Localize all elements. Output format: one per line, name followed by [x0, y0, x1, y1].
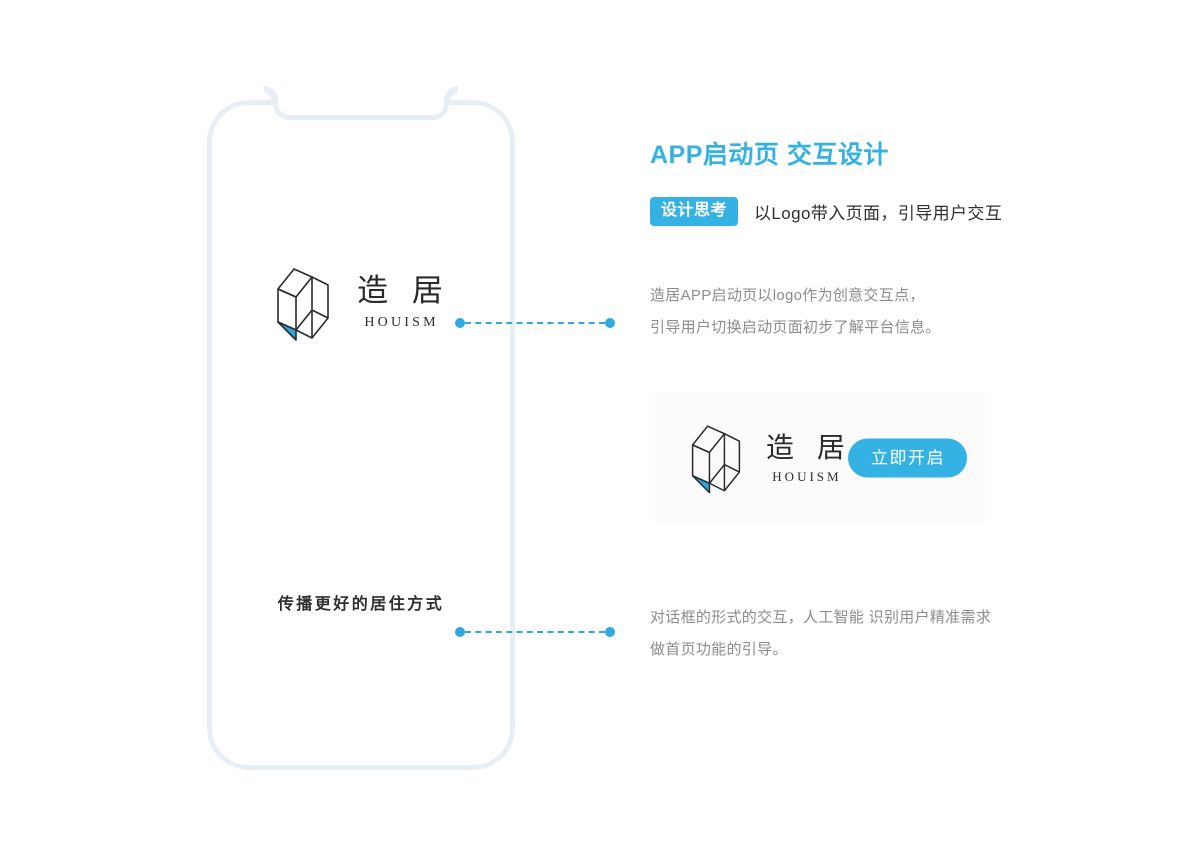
callout-connector-bottom — [455, 626, 615, 638]
connector-dot-left — [455, 627, 465, 637]
content-panel: APP启动页 交互设计 设计思考 以Logo带入页面，引导用户交互 造居APP启… — [650, 140, 1170, 344]
brand-name-en: HOUISM — [772, 468, 842, 484]
page-title: APP启动页 交互设计 — [650, 141, 889, 169]
paragraph-line: 造居APP启动页以logo作为创意交互点， — [650, 287, 925, 304]
paragraph-line: 对话框的形式的交互，人工智能 识别用户精准需求 — [650, 609, 992, 626]
splash-screen-card: 造 居 HOUISM 立即开启 — [655, 392, 985, 524]
houism-logo-icon — [691, 425, 741, 494]
phone-frame — [207, 100, 515, 770]
connector-dot-right — [605, 318, 615, 328]
connector-dashed-line — [465, 322, 605, 324]
phone-notch — [273, 96, 449, 120]
card-logo-block: 造 居 HOUISM — [687, 422, 852, 494]
start-now-button[interactable]: 立即开启 — [847, 438, 967, 478]
phone-splash-logo: 造 居 HOUISM — [207, 265, 515, 341]
subtitle-text: 以Logo带入页面，引导用户交互 — [754, 204, 1003, 223]
connector-dot-left — [455, 318, 465, 328]
brand-name-cn: 造 居 — [357, 273, 450, 309]
brand-name-cn: 造 居 — [766, 430, 852, 464]
brand-wordmark: 造 居 HOUISM — [759, 430, 852, 484]
description-paragraph-two: 对话框的形式的交互，人工智能 识别用户精准需求 做首页功能的引导。 — [650, 602, 1180, 666]
paragraph-line: 做首页功能的引导。 — [650, 641, 788, 658]
phone-tagline: 传播更好的居住方式 — [277, 594, 445, 613]
connector-dashed-line — [465, 631, 605, 633]
houism-logo-icon — [277, 268, 329, 341]
subtitle-row: 设计思考 以Logo带入页面，引导用户交互 — [650, 197, 1170, 226]
paragraph-line: 引导用户切换启动页面初步了解平台信息。 — [650, 319, 941, 336]
callout-connector-top — [455, 317, 615, 329]
description-paragraph-one: 造居APP启动页以logo作为创意交互点， 引导用户切换启动页面初步了解平台信息… — [650, 280, 1170, 344]
brand-wordmark: 造 居 HOUISM — [350, 276, 450, 330]
connector-dot-right — [605, 627, 615, 637]
design-thinking-badge: 设计思考 — [650, 197, 739, 226]
phone-mockup: 造 居 HOUISM 传播更好的居住方式 — [207, 96, 515, 770]
brand-name-en: HOUISM — [364, 315, 439, 330]
